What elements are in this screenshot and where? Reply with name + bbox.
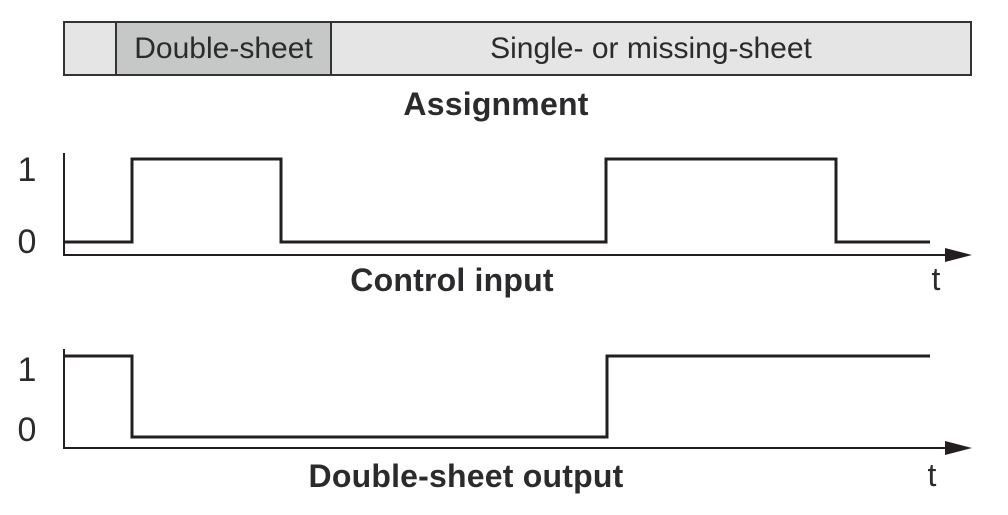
double-sheet-output-level-1-label: 1 (17, 351, 37, 389)
assignment-bar: Double-sheet Single- or missing-sheet (63, 21, 972, 76)
double-sheet-output-caption: Double-sheet output (308, 458, 624, 494)
double-sheet-output-waveform (63, 349, 972, 455)
assignment-segment-blank (65, 23, 117, 74)
assignment-segment-double-sheet-label: Double-sheet (134, 31, 313, 65)
assignment-segment-single-or-missing-sheet: Single- or missing-sheet (332, 23, 970, 74)
control-input-caption: Control input (350, 262, 554, 298)
control-input-waveform (63, 153, 972, 262)
assignment-caption: Assignment (403, 86, 589, 122)
double-sheet-output-level-0-label: 0 (17, 411, 37, 449)
assignment-segment-double-sheet: Double-sheet (117, 23, 332, 74)
control-input-level-0-label: 0 (17, 223, 37, 261)
control-input-level-1-label: 1 (17, 151, 37, 189)
assignment-segment-single-or-missing-sheet-label: Single- or missing-sheet (490, 31, 812, 65)
double-sheet-output-time-axis-label: t (927, 457, 937, 493)
control-input-time-axis-label: t (931, 261, 941, 297)
